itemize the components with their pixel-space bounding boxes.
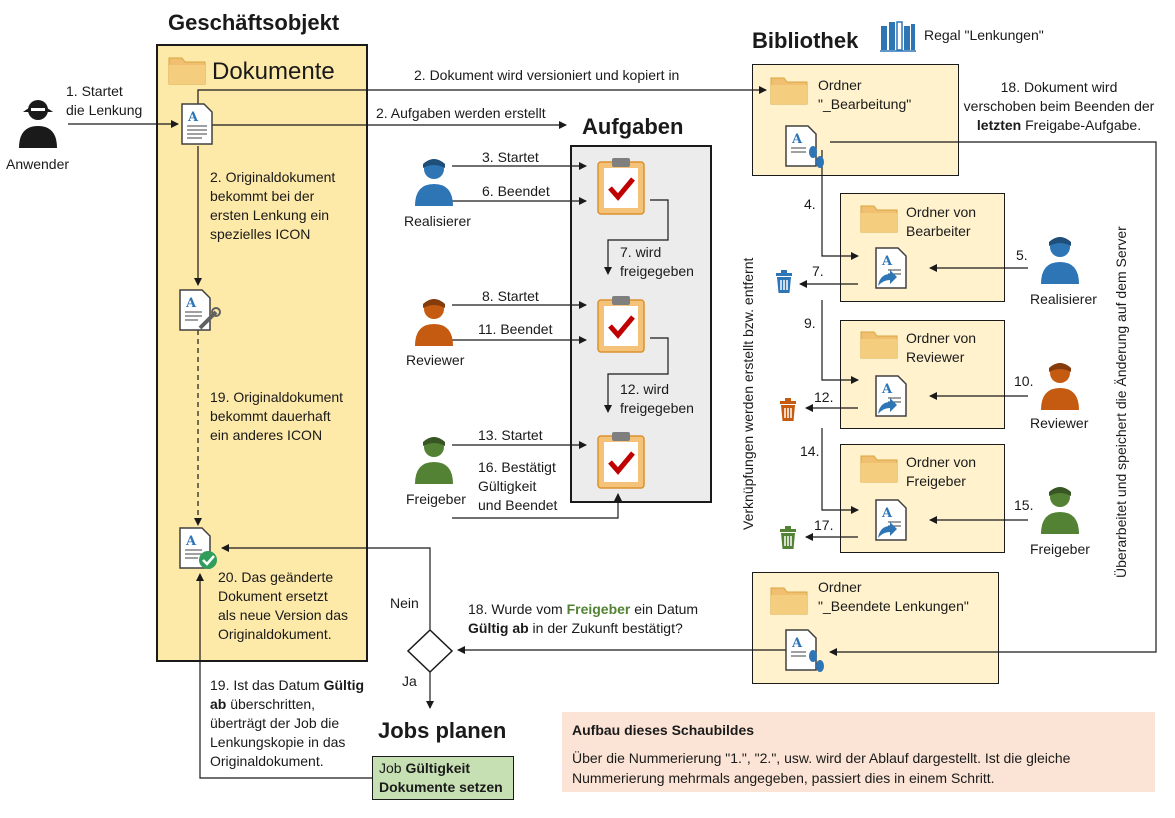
task-clipboard-icon	[597, 158, 645, 215]
folder-beendet-label: Ordner"_Beendete Lenkungen"	[818, 579, 969, 614]
svg-text:A: A	[791, 132, 803, 147]
step-5-label: 5.	[1016, 247, 1028, 263]
step-12a-label: 12.	[814, 389, 834, 405]
step-13-label: 13. Startet	[478, 427, 543, 443]
folder-icon	[860, 205, 898, 233]
legend-text-2: Nummerierung mehrmals angegeben, passier…	[572, 770, 995, 786]
task-clipboard-icon	[597, 296, 645, 353]
step-18b-label: 18. Wurde vom Freigeber ein Datum Gültig…	[468, 601, 699, 636]
task-clipboard-icon	[597, 432, 645, 489]
svg-text:A: A	[187, 110, 199, 125]
folder-icon	[770, 587, 808, 615]
step-18a-label: 18. Dokument wird verschoben beim Beende…	[963, 79, 1155, 133]
document-lenkung-icon: A	[785, 629, 824, 672]
actor-realisierer: Realisierer	[404, 213, 471, 229]
document-shortcut-icon: A	[875, 375, 907, 417]
actor-reviewer: Reviewer	[406, 352, 465, 368]
shelf-label: Regal "Lenkungen"	[924, 27, 1044, 43]
geschaeftsobjekt-title: Geschäftsobjekt	[168, 10, 340, 35]
legend-box: Aufbau dieses Schaubildes Über die Numme…	[562, 712, 1155, 792]
dokumente-label: Dokumente	[212, 58, 335, 85]
document-shortcut-icon: A	[875, 499, 907, 541]
svg-text:A: A	[881, 506, 893, 521]
step-3-label: 3. Startet	[482, 149, 539, 165]
bibliothek-title: Bibliothek	[752, 28, 859, 53]
step-14-label: 14.	[800, 443, 820, 459]
actor-freigeber: Freigeber	[406, 491, 466, 507]
aufgaben-title: Aufgaben	[582, 114, 684, 139]
job-box: Job Gültigkeit Dokumente setzen	[372, 756, 514, 800]
vertical-label-right: Überarbeitet und speichert die Änderung …	[1113, 226, 1129, 578]
svg-text:A: A	[185, 534, 197, 549]
step-2a-label: 2. Dokument wird versioniert und kopiert…	[414, 67, 680, 83]
folder-icon	[860, 455, 898, 483]
step-19b-label: 19. Ist das Datum Gültig ab überschritte…	[210, 677, 365, 769]
legend-text-1: Über die Nummerierung "1.", "2.", usw. w…	[572, 750, 1071, 766]
document-icon: A	[181, 103, 213, 145]
actor-freigeber: Freigeber	[1030, 541, 1090, 557]
legend-title: Aufbau dieses Schaubildes	[572, 722, 755, 738]
ja-label: Ja	[402, 673, 417, 689]
actor-anwender: Anwender	[6, 156, 70, 172]
actor-realisierer: Realisierer	[1030, 291, 1097, 307]
step-10-label: 10.	[1014, 373, 1034, 389]
folder-icon	[770, 77, 808, 105]
step-8-label: 8. Startet	[482, 288, 539, 304]
person-icon	[1041, 487, 1079, 534]
step-15-label: 15.	[1014, 497, 1034, 513]
svg-text:A: A	[881, 254, 893, 269]
step-7a-label: 7.	[812, 263, 824, 279]
step-11-label: 11. Beendet	[478, 321, 553, 337]
svg-text:A: A	[881, 382, 893, 397]
trash-icon	[780, 398, 796, 421]
step-17-label: 17.	[814, 517, 834, 533]
folder-icon	[860, 331, 898, 359]
step-2b-label: 2. Aufgaben werden erstellt	[376, 105, 546, 121]
bookshelf-icon	[880, 21, 916, 52]
actor-reviewer: Reviewer	[1030, 415, 1089, 431]
document-lenkung-icon: A	[785, 125, 824, 168]
step-4-label: 4.	[804, 196, 816, 212]
step-6-label: 6. Beendet	[482, 183, 550, 199]
trash-icon	[780, 526, 796, 549]
vertical-label-left: Verknüpfungen werden erstellt bzw. entfe…	[740, 257, 756, 530]
document-shortcut-icon: A	[875, 247, 907, 289]
svg-text:A: A	[791, 636, 803, 651]
svg-text:A: A	[185, 296, 197, 311]
person-icon	[415, 299, 453, 346]
trash-icon	[776, 270, 792, 293]
person-icon	[415, 159, 453, 206]
folder-bearbeitung-label: Ordner"_Bearbeitung"	[818, 77, 912, 112]
person-icon	[19, 100, 57, 148]
person-icon	[1041, 363, 1079, 410]
document-tools-icon: A	[179, 289, 221, 331]
nein-label: Nein	[390, 595, 419, 611]
person-icon	[415, 437, 453, 484]
jobs-title: Jobs planen	[378, 718, 507, 743]
folder-icon	[168, 57, 206, 85]
person-icon	[1041, 237, 1079, 284]
step-9-label: 9.	[804, 315, 816, 331]
document-check-icon: A	[179, 527, 217, 569]
